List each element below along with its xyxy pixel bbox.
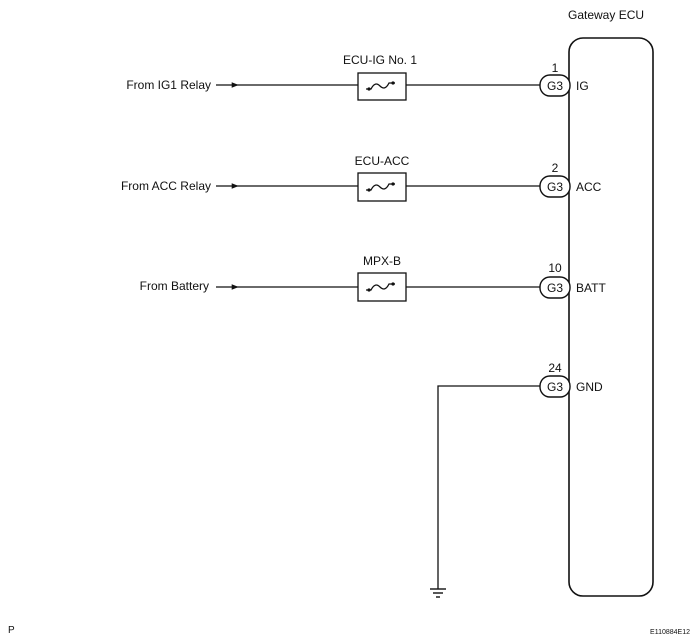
- circuit-ig: From IG1 Relay ECU-IG No. 1 1 G3 IG: [126, 53, 589, 101]
- connector-label: G3: [547, 281, 563, 295]
- fuse-box: [357, 72, 407, 101]
- connector-label: G3: [547, 79, 563, 93]
- fuse-label: ECU-IG No. 1: [343, 53, 417, 67]
- fuse-terminal: [391, 182, 395, 186]
- pin-number: 24: [548, 361, 562, 375]
- fuse-box: [357, 172, 407, 202]
- fuse-icon: [366, 183, 395, 191]
- fuse-label: ECU-ACC: [355, 154, 410, 168]
- circuit-acc: From ACC Relay ECU-ACC 2 G3 ACC: [121, 154, 602, 202]
- terminal-label: ACC: [576, 180, 602, 194]
- fuse-icon: [366, 82, 395, 90]
- ground-wire: [437, 385, 540, 589]
- fuse-terminal: [367, 87, 371, 91]
- fuse-terminal: [391, 81, 395, 85]
- pin-number: 10: [548, 261, 562, 275]
- circuit-batt: From Battery MPX-B 10 G3 BATT: [140, 254, 606, 302]
- source-label: From ACC Relay: [121, 179, 211, 193]
- fuse-label: MPX-B: [363, 254, 401, 268]
- fuse-terminal: [367, 288, 371, 292]
- connector-label: G3: [547, 180, 563, 194]
- source-label: From Battery: [140, 279, 209, 293]
- ground-icon: [430, 588, 446, 598]
- circuit-gnd: 24 G3 GND: [430, 361, 603, 598]
- terminal-label: GND: [576, 380, 603, 394]
- fuse-box: [357, 272, 407, 302]
- source-label: From IG1 Relay: [126, 78, 211, 92]
- pin-number: 2: [552, 161, 559, 175]
- terminal-label: IG: [576, 79, 589, 93]
- ecu-title: Gateway ECU: [568, 8, 644, 22]
- connector: [539, 375, 571, 398]
- figure-code: E110884E12: [650, 629, 690, 636]
- connector: [539, 175, 571, 198]
- fuse-terminal: [367, 188, 371, 192]
- gateway-ecu-box: [568, 37, 654, 597]
- terminal-label: BATT: [576, 281, 606, 295]
- corner-letter: P: [8, 625, 15, 636]
- fuse-terminal: [391, 282, 395, 286]
- connector: [539, 276, 571, 299]
- fuse-icon: [366, 283, 395, 291]
- connector-label: G3: [547, 380, 563, 394]
- connector: [539, 74, 571, 97]
- pin-number: 1: [552, 61, 559, 75]
